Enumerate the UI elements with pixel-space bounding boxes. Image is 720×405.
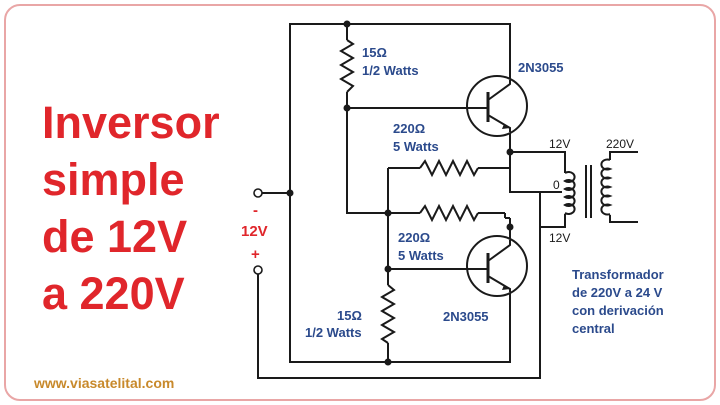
r-mid-bot-power: 5 Watts — [398, 248, 444, 263]
r-top-power: 1/2 Watts — [362, 63, 419, 78]
transistor-bottom — [466, 235, 528, 297]
supply-terminals — [253, 188, 263, 275]
title-line-2: simple — [42, 154, 185, 205]
title-line-3: de 12V — [42, 211, 188, 262]
q-top-label: 2N3055 — [518, 60, 564, 75]
tr-center-tap: 0 — [553, 178, 560, 192]
transistor-top — [466, 75, 528, 137]
tr-desc-line-3: con derivación — [572, 303, 664, 318]
r-mid-top-power: 5 Watts — [393, 139, 439, 154]
tr-desc-line-2: de 220V a 24 V — [572, 285, 663, 300]
r-mid-top-value: 220Ω — [393, 121, 425, 136]
r-bot-power: 1/2 Watts — [305, 325, 362, 340]
resistor-mid-bottom — [419, 203, 479, 223]
tr-220v: 220V — [606, 137, 634, 151]
diagram-title: Inversor simple de 12V a 220V — [42, 94, 262, 322]
tr-12v-bottom: 12V — [549, 231, 570, 245]
diagram-card: Inversor simple de 12V a 220V www.viasat… — [4, 4, 716, 401]
r-mid-bot-value: 220Ω — [398, 230, 430, 245]
r-bot-value: 15Ω — [337, 308, 362, 323]
r-top-value: 15Ω — [362, 45, 387, 60]
website-link[interactable]: www.viasatelital.com — [34, 375, 175, 391]
resistor-top — [339, 39, 355, 93]
resistor-bottom — [380, 284, 396, 344]
transformer — [563, 158, 613, 218]
junction-dots — [286, 20, 514, 366]
title-line-1: Inversor — [42, 97, 220, 148]
tr-desc-line-4: central — [572, 321, 615, 336]
supply-minus: - — [253, 202, 258, 219]
circuit-wires — [257, 23, 638, 379]
q-bot-label: 2N3055 — [443, 309, 489, 324]
tr-desc-line-1: Transformador — [572, 267, 664, 282]
title-line-4: a 220V — [42, 268, 185, 319]
supply-plus: + — [251, 246, 260, 263]
component-labels: 15Ω 1/2 Watts 220Ω 5 Watts 220Ω 5 Watts … — [241, 45, 664, 340]
supply-voltage: 12V — [241, 223, 268, 240]
tr-12v-top: 12V — [549, 137, 570, 151]
resistor-mid-top — [419, 158, 479, 178]
